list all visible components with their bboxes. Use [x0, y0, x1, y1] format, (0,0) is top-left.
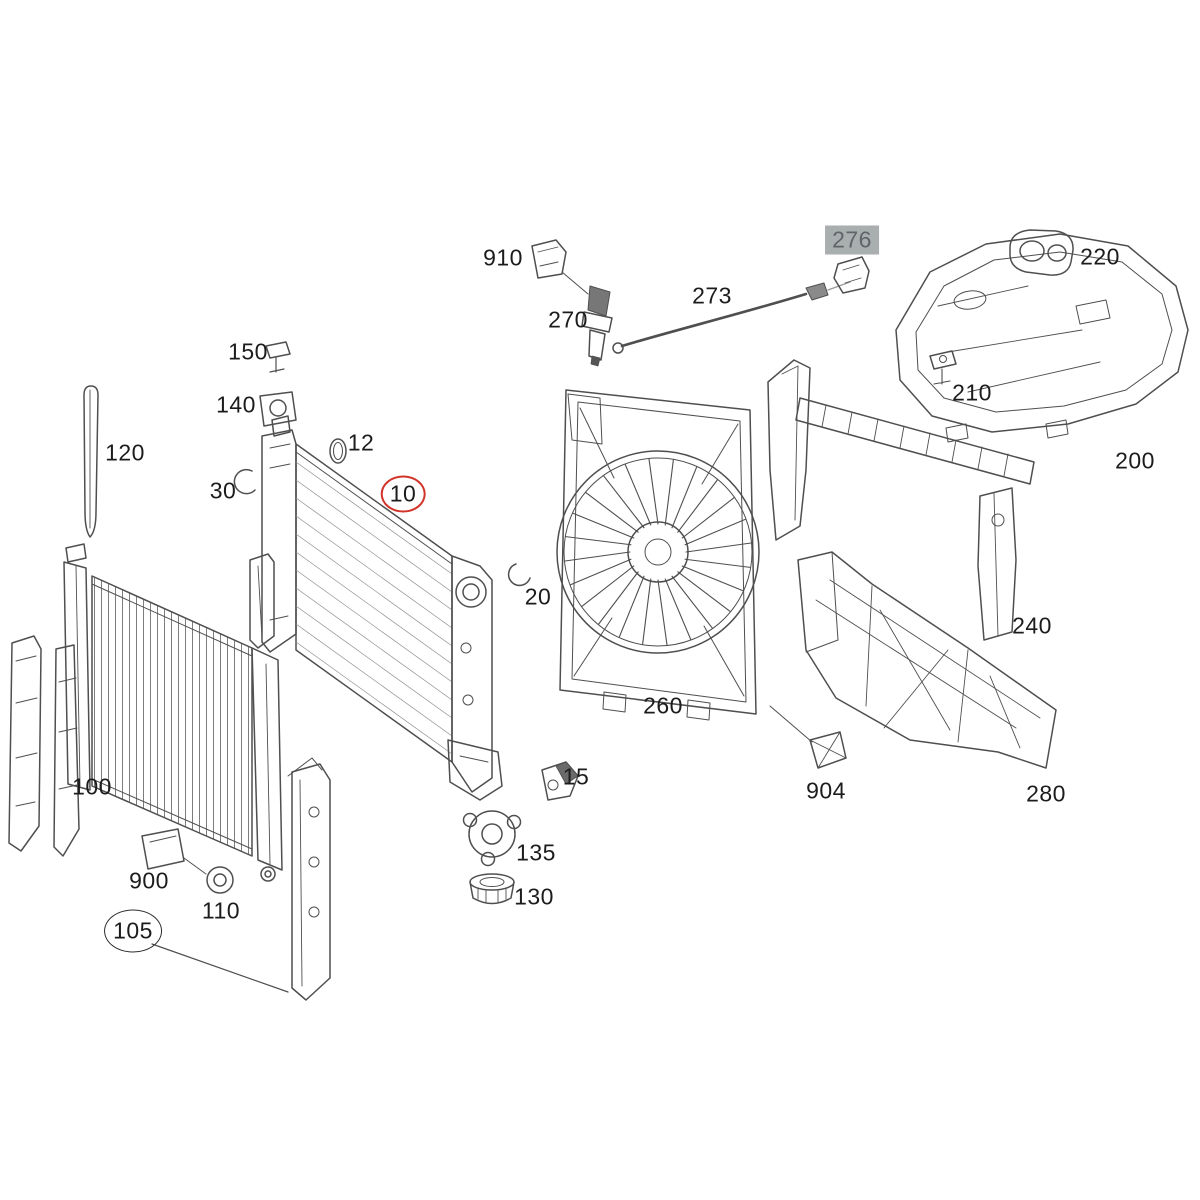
part-label-220[interactable]: 220: [1080, 243, 1120, 270]
bracket-220-part: [1009, 229, 1074, 276]
left-baffle-outer: [8, 635, 42, 852]
grommet-110-part: [206, 866, 234, 894]
cable-273-part: [612, 281, 851, 354]
part-label-260[interactable]: 260: [643, 692, 683, 719]
part-label-110[interactable]: 110: [201, 897, 241, 924]
part-label-240[interactable]: 240: [1012, 612, 1052, 639]
fan-shroud-260-part: [556, 389, 760, 721]
air-guide-280-part: [797, 551, 1057, 769]
part-label-140[interactable]: 140: [216, 391, 256, 418]
condenser-100-part: [63, 543, 283, 882]
part-label-20[interactable]: 20: [524, 583, 552, 610]
part-label-105[interactable]: 105: [104, 909, 162, 953]
artwork-root: [8, 229, 1189, 1001]
leader-line-105: [151, 943, 289, 993]
part-label-135[interactable]: 135: [516, 839, 556, 866]
part-label-15[interactable]: 15: [562, 763, 590, 790]
part-label-910[interactable]: 910: [483, 244, 523, 271]
part-label-904[interactable]: 904: [806, 777, 846, 804]
clip-150-part: [265, 341, 291, 373]
part-label-210[interactable]: 210: [952, 379, 992, 406]
seal-strip-120-part: [83, 385, 99, 538]
part-label-280[interactable]: 280: [1026, 780, 1066, 807]
cap-130-part: [469, 873, 515, 905]
part-label-150[interactable]: 150: [228, 338, 268, 365]
part-label-200[interactable]: 200: [1115, 447, 1155, 474]
bracket-904-part: [769, 705, 847, 769]
clip-20-part: [507, 563, 531, 587]
part-label-130[interactable]: 130: [514, 883, 554, 910]
flange-135-part: [462, 810, 522, 867]
clip-30-part: [233, 468, 256, 495]
part-label-276[interactable]: 276: [825, 225, 879, 255]
part-label-10[interactable]: 10: [380, 475, 426, 513]
part-label-270[interactable]: 270: [548, 306, 588, 333]
part-label-120[interactable]: 120: [105, 439, 145, 466]
air-duct-240-part: [977, 487, 1017, 641]
lower-bracket-part: [287, 757, 331, 1001]
mount-140-part: [259, 391, 297, 427]
part-label-100[interactable]: 100: [72, 773, 112, 800]
sensor-270-part: [581, 285, 613, 367]
bracket-900-part: [141, 828, 207, 875]
part-label-273[interactable]: 273: [692, 282, 732, 309]
oring-12-part: [329, 438, 347, 464]
part-label-12[interactable]: 12: [347, 429, 375, 456]
radiator-10-part: [249, 415, 503, 801]
clamp-276-part: [833, 256, 870, 294]
sensor-15-part: [541, 761, 579, 801]
clip-910-part: [531, 239, 589, 295]
cowl-panel-200-part: [895, 233, 1189, 443]
clip-210-part: [929, 350, 957, 385]
fan-blades: [564, 458, 752, 646]
part-label-900[interactable]: 900: [129, 867, 169, 894]
part-label-30[interactable]: 30: [209, 477, 237, 504]
